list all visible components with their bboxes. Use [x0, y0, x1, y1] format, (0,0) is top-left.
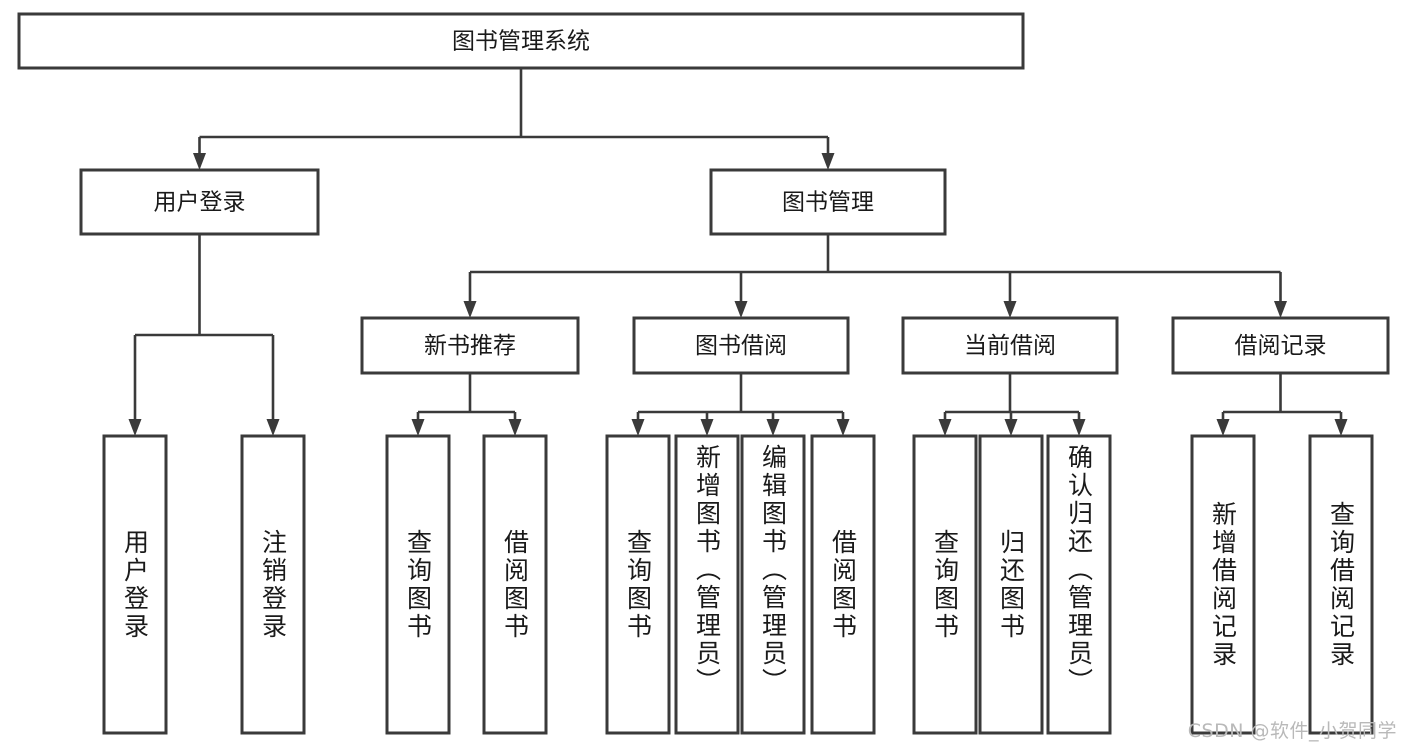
- node-box-归还图书-9[interactable]: [978, 434, 1044, 735]
- arrow-head-l3-2-0: [938, 419, 952, 436]
- arrow-head-l3-1-2: [766, 419, 780, 436]
- arrow-head-book-manage-1: [734, 301, 748, 318]
- node-box-查询图书-4[interactable]: [605, 434, 671, 735]
- node-box-用户登录-0[interactable]: [102, 434, 168, 735]
- arrow-head-book-manage-3: [1274, 301, 1287, 318]
- node-label-借阅记录: 借阅记录: [1235, 333, 1327, 359]
- node-box-当前借阅[interactable]: [901, 316, 1119, 375]
- node-box-借阅图书-7[interactable]: [810, 434, 876, 735]
- node-box-注销登录-1[interactable]: [240, 434, 306, 735]
- connector-layer: [128, 68, 1348, 436]
- node-label-当前借阅: 当前借阅: [964, 333, 1056, 359]
- node-box-借阅记录[interactable]: [1171, 316, 1390, 375]
- node-box-图书借阅[interactable]: [632, 316, 850, 375]
- node-box-查询图书-8[interactable]: [912, 434, 978, 735]
- node-box-新增借阅记录-11[interactable]: [1190, 434, 1256, 735]
- arrow-head-l3-0-1: [508, 419, 522, 436]
- node-box-用户登录[interactable]: [79, 168, 320, 236]
- node-box-图书管理系统[interactable]: [17, 12, 1025, 70]
- node-box-图书管理[interactable]: [709, 168, 947, 236]
- arrow-head-book-manage-0: [463, 301, 477, 318]
- node-box-编辑图书管理员-6[interactable]: [740, 434, 806, 735]
- node-label-图书管理: 图书管理: [782, 190, 874, 216]
- arrow-head-root-0: [193, 153, 206, 170]
- node-box-新增图书管理员-5[interactable]: [674, 434, 740, 735]
- arrow-head-root-1: [821, 153, 835, 170]
- arrow-head-l3-1-0: [631, 419, 645, 436]
- node-box-确认归还管理员-10[interactable]: [1046, 434, 1112, 735]
- arrow-head-l3-3-0: [1216, 419, 1230, 436]
- node-label-图书管理系统: 图书管理系统: [452, 29, 590, 55]
- arrow-head-book-manage-2: [1003, 301, 1017, 318]
- node-box-新书推荐[interactable]: [360, 316, 580, 375]
- node-label-用户登录: 用户登录: [154, 190, 246, 216]
- arrow-head-l3-2-1: [1004, 419, 1018, 436]
- node-box-借阅图书-3[interactable]: [482, 434, 548, 735]
- node-box-查询借阅记录-12[interactable]: [1308, 434, 1374, 735]
- watermark-text: CSDN @软件_小贺同学: [1187, 720, 1397, 742]
- arrow-head-l3-2-2: [1072, 419, 1086, 436]
- node-box-查询图书-2[interactable]: [385, 434, 451, 735]
- arrow-head-l3-0-0: [411, 419, 425, 436]
- arrow-head-l3-3-1: [1334, 419, 1348, 436]
- arrow-head-l3-1-1: [700, 419, 714, 436]
- arrow-head-user-login-0: [128, 419, 142, 436]
- arrow-head-l3-1-3: [836, 419, 850, 436]
- arrow-head-user-login-1: [266, 419, 280, 436]
- node-label-图书借阅: 图书借阅: [695, 333, 787, 359]
- box-layer: [17, 12, 1390, 735]
- node-label-新书推荐: 新书推荐: [424, 333, 516, 359]
